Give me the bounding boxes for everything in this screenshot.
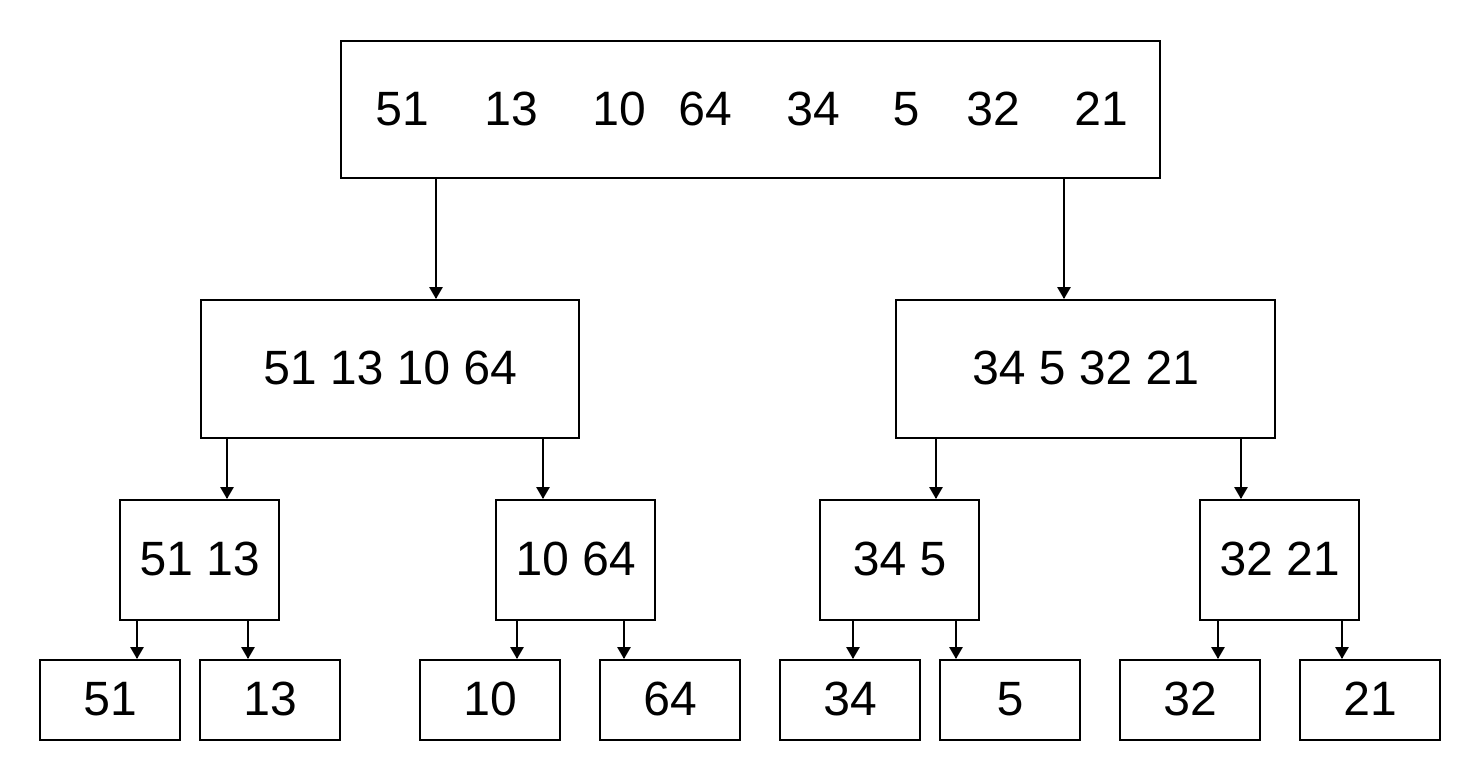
root-value: 21	[1074, 82, 1128, 136]
root-value: 32	[966, 82, 1020, 136]
node-label: 51 13 10 64	[263, 342, 517, 395]
node-label: 34 5 32 21	[972, 342, 1199, 395]
root-value: 34	[786, 82, 840, 136]
root-value: 10	[592, 82, 646, 136]
leaf-node: 10	[419, 659, 561, 741]
split-node: 10 64	[495, 499, 656, 621]
leaf-node: 51	[39, 659, 181, 741]
leaf-node: 21	[1299, 659, 1441, 741]
node-label: 10 64	[515, 533, 636, 586]
leaf-node: 32	[1119, 659, 1261, 741]
root-value: 64	[678, 82, 732, 136]
node-label: 32	[1163, 673, 1217, 726]
node-label: 51 13	[139, 533, 260, 586]
node-label: 10	[463, 673, 517, 726]
root-value: 51	[375, 82, 429, 136]
leaf-node: 34	[779, 659, 921, 741]
root-value: 13	[484, 82, 538, 136]
node-label: 13	[243, 673, 297, 726]
node-label: 5	[996, 673, 1024, 726]
node-label: 34 5	[852, 533, 947, 586]
node-label: 21	[1343, 673, 1397, 726]
root-node: 51 13 10 64 34 5 32 21	[340, 40, 1161, 179]
split-node: 34 5	[819, 499, 980, 621]
leaf-node: 64	[599, 659, 741, 741]
leaf-node: 5	[939, 659, 1081, 741]
split-node-left: 51 13 10 64	[200, 299, 580, 439]
split-node-right: 34 5 32 21	[895, 299, 1276, 439]
split-node: 51 13	[119, 499, 280, 621]
split-node: 32 21	[1199, 499, 1360, 621]
node-label: 34	[823, 673, 877, 726]
leaf-node: 13	[199, 659, 341, 741]
node-label: 64	[643, 673, 697, 726]
node-label: 32 21	[1219, 533, 1340, 586]
node-label: 51	[83, 673, 137, 726]
root-value: 5	[892, 82, 920, 136]
